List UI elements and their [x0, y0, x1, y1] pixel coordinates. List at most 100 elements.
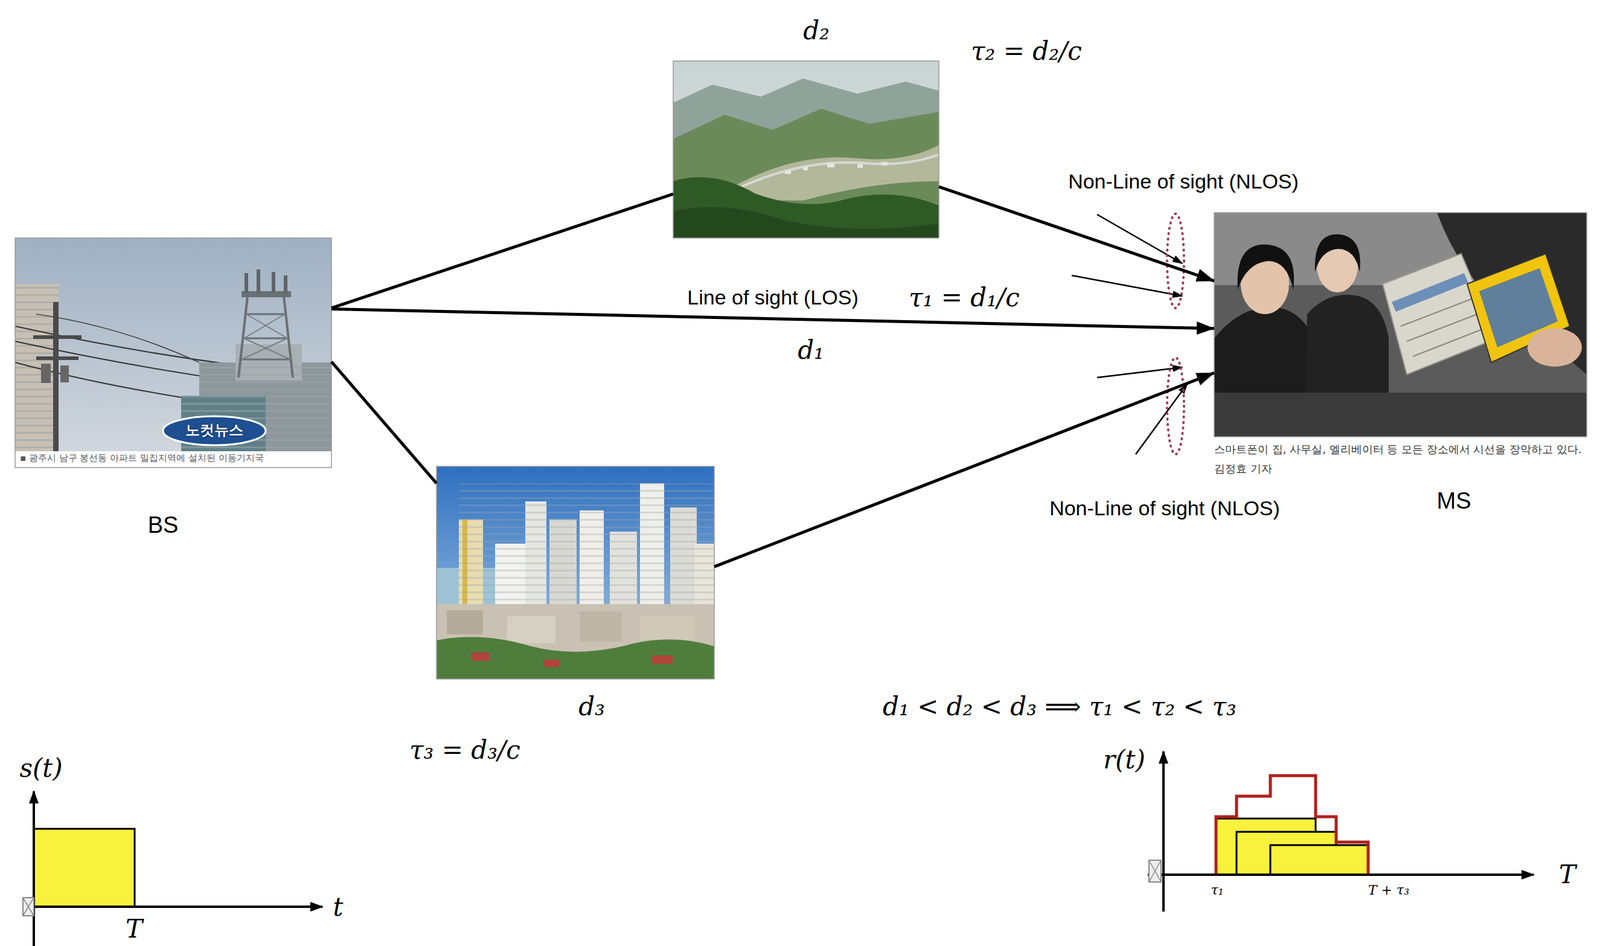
- station-label: BS: [147, 512, 179, 539]
- base-station-scene: [33, 335, 82, 339]
- city-scene: [579, 611, 622, 642]
- propagation-path: [331, 361, 437, 484]
- photo-caption: ▪ 광주시 남구 봉선동 아파트 밀집지역에 설치된 이동기지국: [19, 452, 328, 464]
- mountain-scene: [784, 170, 791, 174]
- base-station-scene: [163, 416, 266, 445]
- base-station-scene: [15, 237, 332, 468]
- mobile-station-scene: [1214, 212, 1587, 437]
- tick-label: T: [125, 914, 143, 944]
- building-photo: d₃: [436, 466, 715, 679]
- watermark: 노컷뉴스: [185, 422, 244, 439]
- mountain-scene: [827, 163, 835, 168]
- city-scene: [507, 615, 556, 644]
- photo-caption: 스마트폰이 집, 사무실, 엘리베이터 등 모든 장소에서 시선을 장악하고 있…: [1214, 439, 1587, 479]
- axis-label: r(t): [1103, 745, 1146, 775]
- base-station-scene: [41, 363, 51, 383]
- received-signal-plot: [1147, 873, 1534, 876]
- mountain-scene: [673, 207, 939, 238]
- mobile-station-scene: [1214, 212, 1587, 437]
- propagation-path: [714, 372, 1215, 567]
- mobile-station-photo: 스마트폰이 집, 사무실, 엘리베이터 등 모든 장소에서 시선을 장악하고 있…: [1214, 212, 1587, 482]
- delay-formula: τ₂ = d₂/c: [970, 36, 1082, 66]
- path-type-label: Line of sight (LOS): [687, 285, 858, 310]
- mountain-scene: [724, 154, 939, 195]
- base-station-scene: [15, 237, 332, 452]
- base-station-scene: [244, 272, 249, 293]
- station-label: MS: [1436, 487, 1472, 515]
- distance-label: d₂: [803, 16, 830, 46]
- dotted-wavefront: [1167, 213, 1184, 455]
- received-signal-plot: [1270, 844, 1369, 875]
- mountain-scene: [673, 176, 939, 238]
- base-station-scene: [283, 275, 288, 293]
- city-scene: [436, 603, 715, 679]
- mountain-scene: [673, 108, 939, 238]
- received-signal-plot: [1162, 751, 1165, 912]
- base-station-scene: [241, 313, 291, 360]
- city-scene: [543, 659, 560, 667]
- city-scene: [436, 466, 715, 679]
- base-station-scene: [241, 313, 291, 360]
- mobile-station-scene: [1315, 234, 1361, 272]
- dotted-wavefront: [1167, 213, 1184, 308]
- delay-formula: τ₁ = d₁/c: [908, 283, 1020, 313]
- transmit-pulse-plot: [33, 828, 135, 907]
- tick-label: τ₁: [1211, 882, 1224, 898]
- axis-label: t: [333, 892, 344, 922]
- mountain-scene: [673, 60, 939, 238]
- base-station-scene: [60, 365, 69, 383]
- received-signal-plot: [1148, 859, 1162, 882]
- base-station-scene: [15, 451, 332, 468]
- mountain-scene: [673, 78, 939, 238]
- path-type-label: Non-Line of sight (NLOS): [1049, 496, 1280, 520]
- mountain-scene: [803, 166, 808, 171]
- city-scene: [640, 615, 695, 640]
- transmit-pulse-plot: [22, 790, 323, 946]
- path-type-label: Non-Line of sight (NLOS): [1068, 169, 1299, 194]
- distance-label: d₃: [578, 691, 605, 721]
- propagation-path: [331, 308, 1215, 328]
- city-scene: [470, 652, 490, 661]
- nlos-pointer: [1071, 275, 1183, 296]
- propagation-path: [331, 193, 674, 308]
- base-station-scene: [53, 301, 59, 452]
- mountain-scene: [857, 164, 863, 168]
- mobile-station-scene: [1237, 244, 1295, 290]
- tick-label: T + τ₃: [1368, 882, 1410, 898]
- transmit-pulse-plot: [32, 790, 36, 946]
- mountain-scene: [673, 60, 939, 238]
- base-station-photo: 노컷뉴스▪ 광주시 남구 봉선동 아파트 밀집지역에 설치된 이동기지국BS: [15, 237, 332, 468]
- transmit-pulse-plot: [22, 897, 34, 916]
- delay-formula: τ₃ = d₃/c: [409, 735, 520, 765]
- base-station-scene: [15, 237, 332, 468]
- mountain-scene: [881, 161, 888, 166]
- mountain-scene: [673, 60, 939, 238]
- mobile-station-scene: [1214, 212, 1587, 437]
- distance-label: d₁: [797, 335, 825, 365]
- mountain-photo: d₂: [673, 60, 939, 238]
- base-station-scene: [256, 269, 261, 293]
- inequality: d₁ < d₂ < d₃ ⟹ τ₁ < τ₂ < τ₃: [882, 691, 1237, 721]
- city-scene: [436, 466, 715, 679]
- axis-label: T: [1558, 859, 1576, 889]
- city-scene: [446, 609, 484, 634]
- base-station-scene: [238, 295, 293, 378]
- received-signal-plot: [1216, 775, 1369, 875]
- mobile-station-scene: [1391, 272, 1469, 312]
- city-scene: [436, 636, 715, 679]
- mobile-station-scene: [1214, 392, 1587, 437]
- base-station-scene: [241, 291, 292, 298]
- base-station-scene: [36, 356, 79, 360]
- city-scene: [652, 655, 673, 664]
- axis-label: s(t): [19, 753, 63, 783]
- transmit-pulse-plot: [33, 905, 323, 908]
- dotted-wavefront: [1167, 357, 1184, 455]
- transmit-pulse-plot: [22, 897, 34, 916]
- base-station-scene: [271, 271, 276, 293]
- city-scene: [436, 466, 715, 679]
- mobile-station-scene: [1527, 327, 1582, 367]
- propagation-path: [938, 186, 1215, 281]
- received-signal-plot: [1148, 859, 1162, 882]
